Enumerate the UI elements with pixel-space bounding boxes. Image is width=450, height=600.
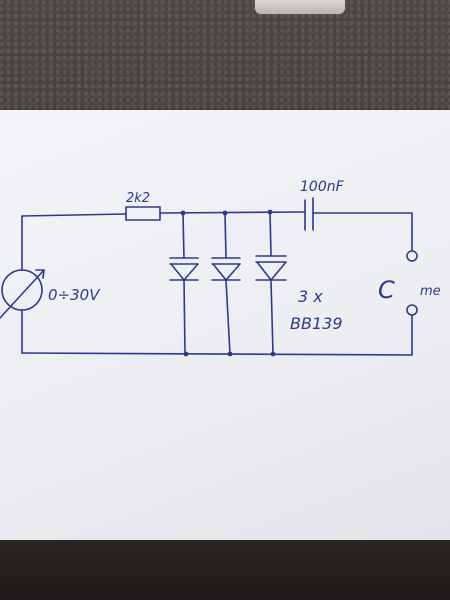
terminal-suffix-label: me xyxy=(420,284,441,299)
terminal-bottom xyxy=(406,304,418,316)
capacitor-100nf xyxy=(304,197,314,231)
capacitor-label: 100nF xyxy=(300,179,345,195)
paper-sheet xyxy=(0,110,450,542)
diode-count-label: 3 x xyxy=(298,287,323,306)
wire-top-right xyxy=(312,212,413,251)
voltage-source-label: 0÷30V xyxy=(48,286,101,304)
resistor-label: 2k2 xyxy=(126,191,150,206)
varicap-diode-2 xyxy=(211,212,241,355)
voltage-source xyxy=(1,269,43,311)
table-edge xyxy=(0,540,450,600)
wire-top-left xyxy=(21,213,127,217)
corner-object xyxy=(255,0,345,14)
terminal-top xyxy=(406,250,418,262)
varicap-diode-1 xyxy=(169,212,199,355)
diode-part-label: BB139 xyxy=(290,314,343,333)
varicap-diode-3 xyxy=(255,211,287,355)
resistor-2k2 xyxy=(125,206,161,221)
variable-arrow-icon xyxy=(0,269,45,319)
wire-bottom xyxy=(21,315,413,356)
terminal-label: C xyxy=(378,276,395,304)
